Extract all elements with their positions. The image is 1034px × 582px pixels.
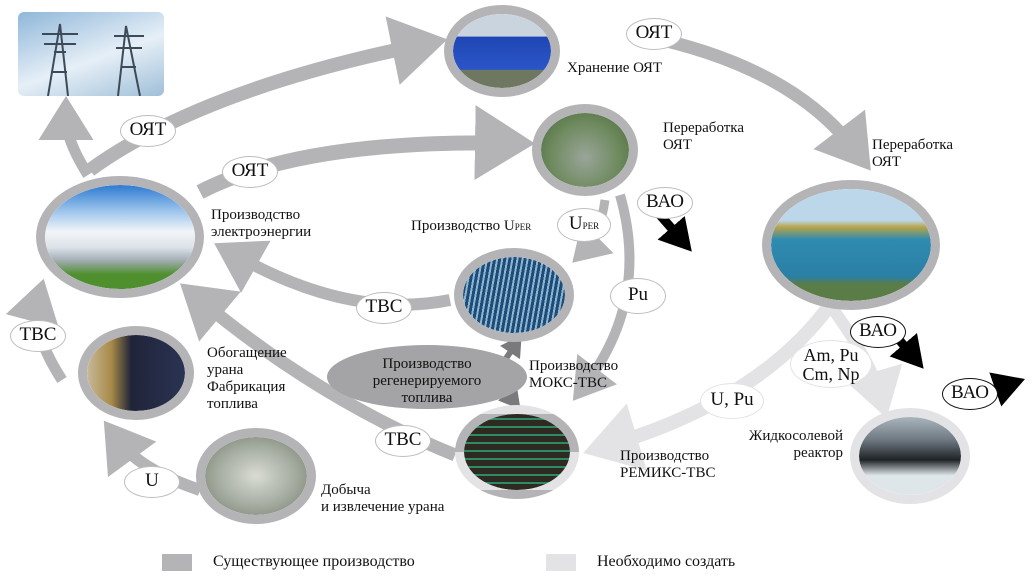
flow-label-vao: ВАО xyxy=(942,378,998,410)
msr-photo xyxy=(859,417,961,495)
label-line: Am, Pu xyxy=(803,345,859,365)
label-line: электроэнергии xyxy=(211,224,312,240)
label-line: реактор xyxy=(793,445,843,461)
flow-label-subscript: PER xyxy=(582,221,600,231)
label-mox: Производство МОКС-ТВС xyxy=(529,358,618,392)
npp-photo xyxy=(45,185,195,289)
arrow-power-to-storage xyxy=(85,16,448,176)
node-power-production xyxy=(36,176,204,298)
flow-label-text: U xyxy=(568,213,583,234)
node-mox-remix xyxy=(455,405,579,499)
label-line: урана xyxy=(207,362,244,378)
legend-label-new: Необходимо создать xyxy=(597,553,736,570)
label-line: топлива xyxy=(207,396,258,412)
label-line: топлива xyxy=(401,390,453,406)
reprocessing-plant-photo-2 xyxy=(771,189,931,301)
node-reprocessing-1 xyxy=(532,104,638,196)
label-line: РЕМИКС-ТВС xyxy=(620,465,716,481)
label-line: Переработка xyxy=(663,120,745,136)
label-line: Производство xyxy=(529,358,619,374)
flow-label-oyat: ОЯТ xyxy=(222,156,278,188)
reprocessing-plant-photo xyxy=(541,113,629,187)
arrow-uper-to-power xyxy=(214,240,452,311)
label-line: Фабрикация xyxy=(207,379,286,395)
label-subscript: PER xyxy=(514,222,532,232)
flow-label-vao: ВАО xyxy=(637,187,693,219)
label-enrichment: Обогащение урана Фабрикация топлива xyxy=(207,345,287,413)
flow-label-uper: UPER xyxy=(557,208,611,242)
flow-label-pu: Pu xyxy=(610,278,666,314)
arrow-power-to-grid xyxy=(38,96,94,178)
flow-label-vao: ВАО xyxy=(850,316,906,348)
label-line: Производство xyxy=(620,448,710,464)
mine-photo xyxy=(205,437,307,515)
flow-label-oyat: ОЯТ xyxy=(120,115,176,147)
regen-fuel-ellipse: Производство регенерируемого топлива xyxy=(327,345,527,409)
flow-label-tvs: ТВС xyxy=(356,292,412,324)
legend-swatch-existing xyxy=(162,554,192,571)
storage-building-photo xyxy=(453,14,551,88)
label-uper-production: Производство UPER xyxy=(411,218,531,236)
node-mining xyxy=(196,428,316,524)
flow-label-minor-actinides: Am, Pu Cm, Np xyxy=(790,340,872,388)
label-line: МОКС-ТВС xyxy=(529,375,607,391)
label-line: Производство xyxy=(211,207,301,223)
flow-label-tvs: ТВС xyxy=(375,425,431,457)
label-line: Cm, Np xyxy=(802,364,860,384)
label-line: Жидкосолевой xyxy=(748,428,843,444)
flow-label-u-pu: U, Pu xyxy=(700,383,764,419)
label-line: Добыча xyxy=(321,482,371,498)
node-reprocessing-2 xyxy=(762,180,940,310)
label-storage: Хранение ОЯТ xyxy=(567,60,663,76)
label-reprocessing-2: Переработка ОЯТ xyxy=(872,137,953,171)
label-mining: Добыча и извлечение урана xyxy=(321,482,444,516)
fuel-rods-photo xyxy=(463,257,565,333)
label-msr: Жидкосолевой реактор xyxy=(731,428,843,462)
label-line: ОЯТ xyxy=(663,137,692,153)
legend-swatch-new xyxy=(546,554,576,571)
enrichment-photo xyxy=(87,335,185,411)
label-remix: Производство РЕМИКС-ТВС xyxy=(620,448,715,482)
node-msr xyxy=(850,408,970,504)
power-lines-photo xyxy=(18,12,164,97)
label-text: Производство U xyxy=(411,218,515,234)
label-line: и извлечение урана xyxy=(321,499,445,515)
legend-label-existing: Существующее производство xyxy=(213,553,415,570)
mox-fuel-photo xyxy=(464,414,570,490)
label-line: Переработка xyxy=(872,137,954,153)
label-line: Обогащение xyxy=(207,345,287,361)
flow-label-u: U xyxy=(124,466,180,498)
node-uper-production xyxy=(454,248,574,342)
label-line: ОЯТ xyxy=(872,154,901,170)
node-enrichment xyxy=(78,326,194,420)
flow-label-oyat: ОЯТ xyxy=(626,18,682,50)
label-line: регенерируемого xyxy=(372,373,482,389)
node-storage xyxy=(444,5,560,97)
label-power-production: Производство электроэнергии xyxy=(211,207,311,241)
label-line: Производство xyxy=(382,356,472,372)
label-reprocessing-1: Переработка ОЯТ xyxy=(663,120,744,154)
flow-label-tvs: ТВС xyxy=(10,320,66,352)
